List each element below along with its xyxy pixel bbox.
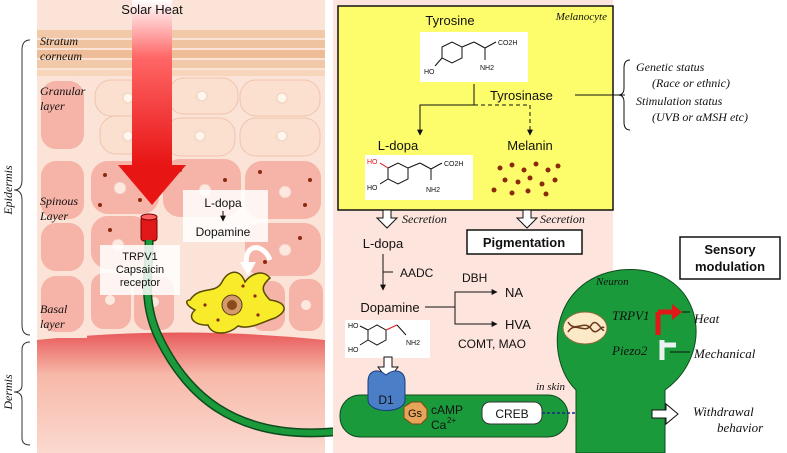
ldopa-branch-arrow bbox=[417, 104, 474, 136]
ca-label: Ca bbox=[431, 418, 447, 432]
aadc-label: AADC bbox=[400, 266, 434, 280]
skin-ldopa-label: L-dopa bbox=[204, 196, 242, 210]
skin-melanocyte bbox=[186, 271, 285, 334]
withdrawal-arrow bbox=[651, 402, 679, 426]
sensory-label-1: Sensory bbox=[704, 242, 756, 257]
ca-superscript: 2+ bbox=[447, 416, 456, 425]
neuron-title: Neuron bbox=[595, 276, 629, 288]
neuron-cell bbox=[556, 269, 697, 453]
gs-label: Gs bbox=[408, 408, 423, 420]
ldopa-ho: HO bbox=[367, 185, 378, 192]
sensory-label-2: modulation bbox=[695, 259, 765, 274]
solar-heat-arrow bbox=[118, 0, 186, 205]
hva-label: HVA bbox=[505, 317, 531, 332]
heat-up-arrow bbox=[655, 304, 682, 335]
d1-label: D1 bbox=[378, 393, 394, 407]
withdrawal-label-1: Withdrawal bbox=[693, 404, 754, 419]
tyrosine-nh2: NH2 bbox=[480, 65, 494, 72]
ldopa-nh2: NH2 bbox=[426, 187, 440, 194]
in-skin-label: in skin bbox=[536, 381, 566, 393]
skin-dopamine-label: Dopamine bbox=[196, 225, 251, 239]
dermis-label: Dermis bbox=[1, 374, 15, 411]
pathway-dopamine: Dopamine bbox=[360, 300, 419, 315]
tyrosine-ho: HO bbox=[424, 69, 435, 76]
secretion-arrow-right bbox=[515, 209, 539, 229]
dopamine-ho1: HO bbox=[348, 323, 359, 330]
trpv1-label-line3: receptor bbox=[120, 277, 161, 289]
epidermis-label: Epidermis bbox=[1, 165, 15, 216]
dermis-bracket bbox=[13, 341, 31, 446]
mechanical-label: Mechanical bbox=[693, 346, 756, 361]
d1-receptor bbox=[367, 370, 406, 411]
withdrawal-label-2: behavior bbox=[717, 420, 764, 435]
basal-label-2: layer bbox=[40, 317, 65, 331]
neuron-piezo2: Piezo2 bbox=[611, 343, 648, 358]
ldopa-co2h: CO2H bbox=[444, 161, 463, 168]
mechanical-down-arrow bbox=[659, 340, 676, 360]
sensory-modulation-box bbox=[679, 236, 781, 280]
dbh-label: DBH bbox=[462, 271, 487, 285]
dopamine-ho2: HO bbox=[348, 347, 359, 354]
ldopa-ho-red: HO bbox=[367, 159, 378, 166]
na-label: NA bbox=[505, 285, 523, 300]
stratum-label-1: Stratum bbox=[40, 34, 78, 48]
pigmentation-box bbox=[466, 229, 583, 255]
hva-arrow bbox=[454, 307, 498, 327]
ldopa-structure: HO HO CO2H NH2 bbox=[365, 155, 473, 200]
trpv1-label-box bbox=[100, 245, 180, 295]
tyrosine-label: Tyrosine bbox=[425, 13, 474, 28]
dopamine-nh2: NH2 bbox=[406, 340, 420, 347]
spinous-label-2: Layer bbox=[39, 209, 68, 223]
melanin-granules bbox=[491, 161, 561, 197]
comt-mao-label: COMT, MAO bbox=[458, 337, 526, 351]
dopamine-structure: HO HO NH2 bbox=[345, 320, 430, 358]
regulation-bracket bbox=[617, 59, 631, 131]
granular-label-1: Granular bbox=[40, 84, 86, 98]
secretion-left-label: Secretion bbox=[402, 212, 447, 226]
uvb-amsh: (UVB or αMSH etc) bbox=[652, 110, 748, 124]
melanin-branch-arrow bbox=[474, 104, 533, 136]
melanin-label: Melanin bbox=[507, 138, 553, 153]
ldopa-label: L-dopa bbox=[378, 138, 419, 153]
gs-protein bbox=[403, 401, 428, 425]
race-ethnic: (Race or ethnic) bbox=[652, 76, 730, 90]
pigmentation-label: Pigmentation bbox=[483, 235, 565, 250]
creb-label: CREB bbox=[495, 407, 528, 421]
tyrosine-co2h: CO2H bbox=[498, 40, 517, 47]
stratum-corneum bbox=[37, 30, 325, 76]
skin-panel bbox=[37, 0, 325, 453]
camp-label: cAMP bbox=[431, 403, 463, 417]
melanocyte-title: Melanocyte bbox=[555, 11, 607, 23]
trpv1-receptor-icon bbox=[140, 213, 158, 242]
dna-icon bbox=[562, 311, 608, 345]
trpv1-label-line1: TRPV1 bbox=[122, 251, 157, 263]
genetic-status: Genetic status bbox=[636, 60, 705, 74]
tyrosinase-label: Tyrosinase bbox=[490, 88, 553, 103]
stimulation-status: Stimulation status bbox=[636, 94, 723, 108]
epidermis-bracket bbox=[13, 39, 31, 336]
layer-labels: Stratum corneum Granular layer Spinous L… bbox=[39, 34, 86, 331]
neuron-trpv1: TRPV1 bbox=[612, 308, 650, 323]
spinous-label-1: Spinous bbox=[40, 194, 78, 208]
secretion-arrow-left bbox=[375, 209, 399, 229]
stratum-label-2: corneum bbox=[40, 49, 82, 63]
tyrosine-structure: CO2H NH2 HO bbox=[420, 32, 528, 82]
solar-heat-label: Solar Heat bbox=[121, 2, 183, 17]
granular-label-2: layer bbox=[40, 99, 65, 113]
trpv1-label-line2: Capsaicin bbox=[116, 264, 164, 276]
heat-label: Heat bbox=[693, 311, 720, 326]
basal-label-1: Basal bbox=[40, 302, 68, 316]
secretion-right-label: Secretion bbox=[540, 212, 585, 226]
pathway-ldopa: L-dopa bbox=[363, 236, 404, 251]
na-arrow bbox=[454, 289, 498, 307]
